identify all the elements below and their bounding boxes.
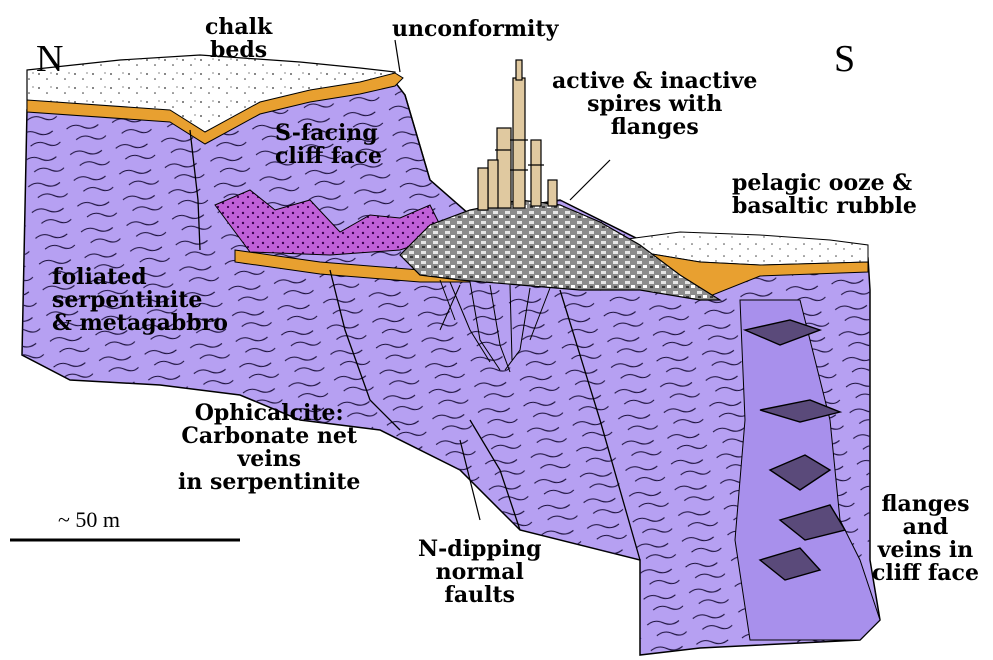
flanges-cliff-label: flanges and veins in cliff face xyxy=(872,493,979,585)
chimney-spires xyxy=(478,60,557,210)
pelagic-label: pelagic ooze & basaltic rubble xyxy=(732,172,917,218)
foliated-serpentinite-label: foliated serpentinite & metagabbro xyxy=(52,266,228,335)
south-label: S xyxy=(834,40,855,80)
cliff-face-label: S-facing cliff face xyxy=(275,122,382,168)
scale-label: ~ 50 m xyxy=(58,508,120,531)
north-label: N xyxy=(36,40,63,80)
chalk-beds-label: chalk beds xyxy=(205,16,272,62)
unconformity-label: unconformity xyxy=(392,18,558,41)
faults-label: N-dipping normal faults xyxy=(418,538,541,607)
ophicalcite-label: Ophicalcite: Carbonate net veins in serp… xyxy=(178,402,360,494)
spires-label: active & inactive spires with flanges xyxy=(552,70,757,139)
